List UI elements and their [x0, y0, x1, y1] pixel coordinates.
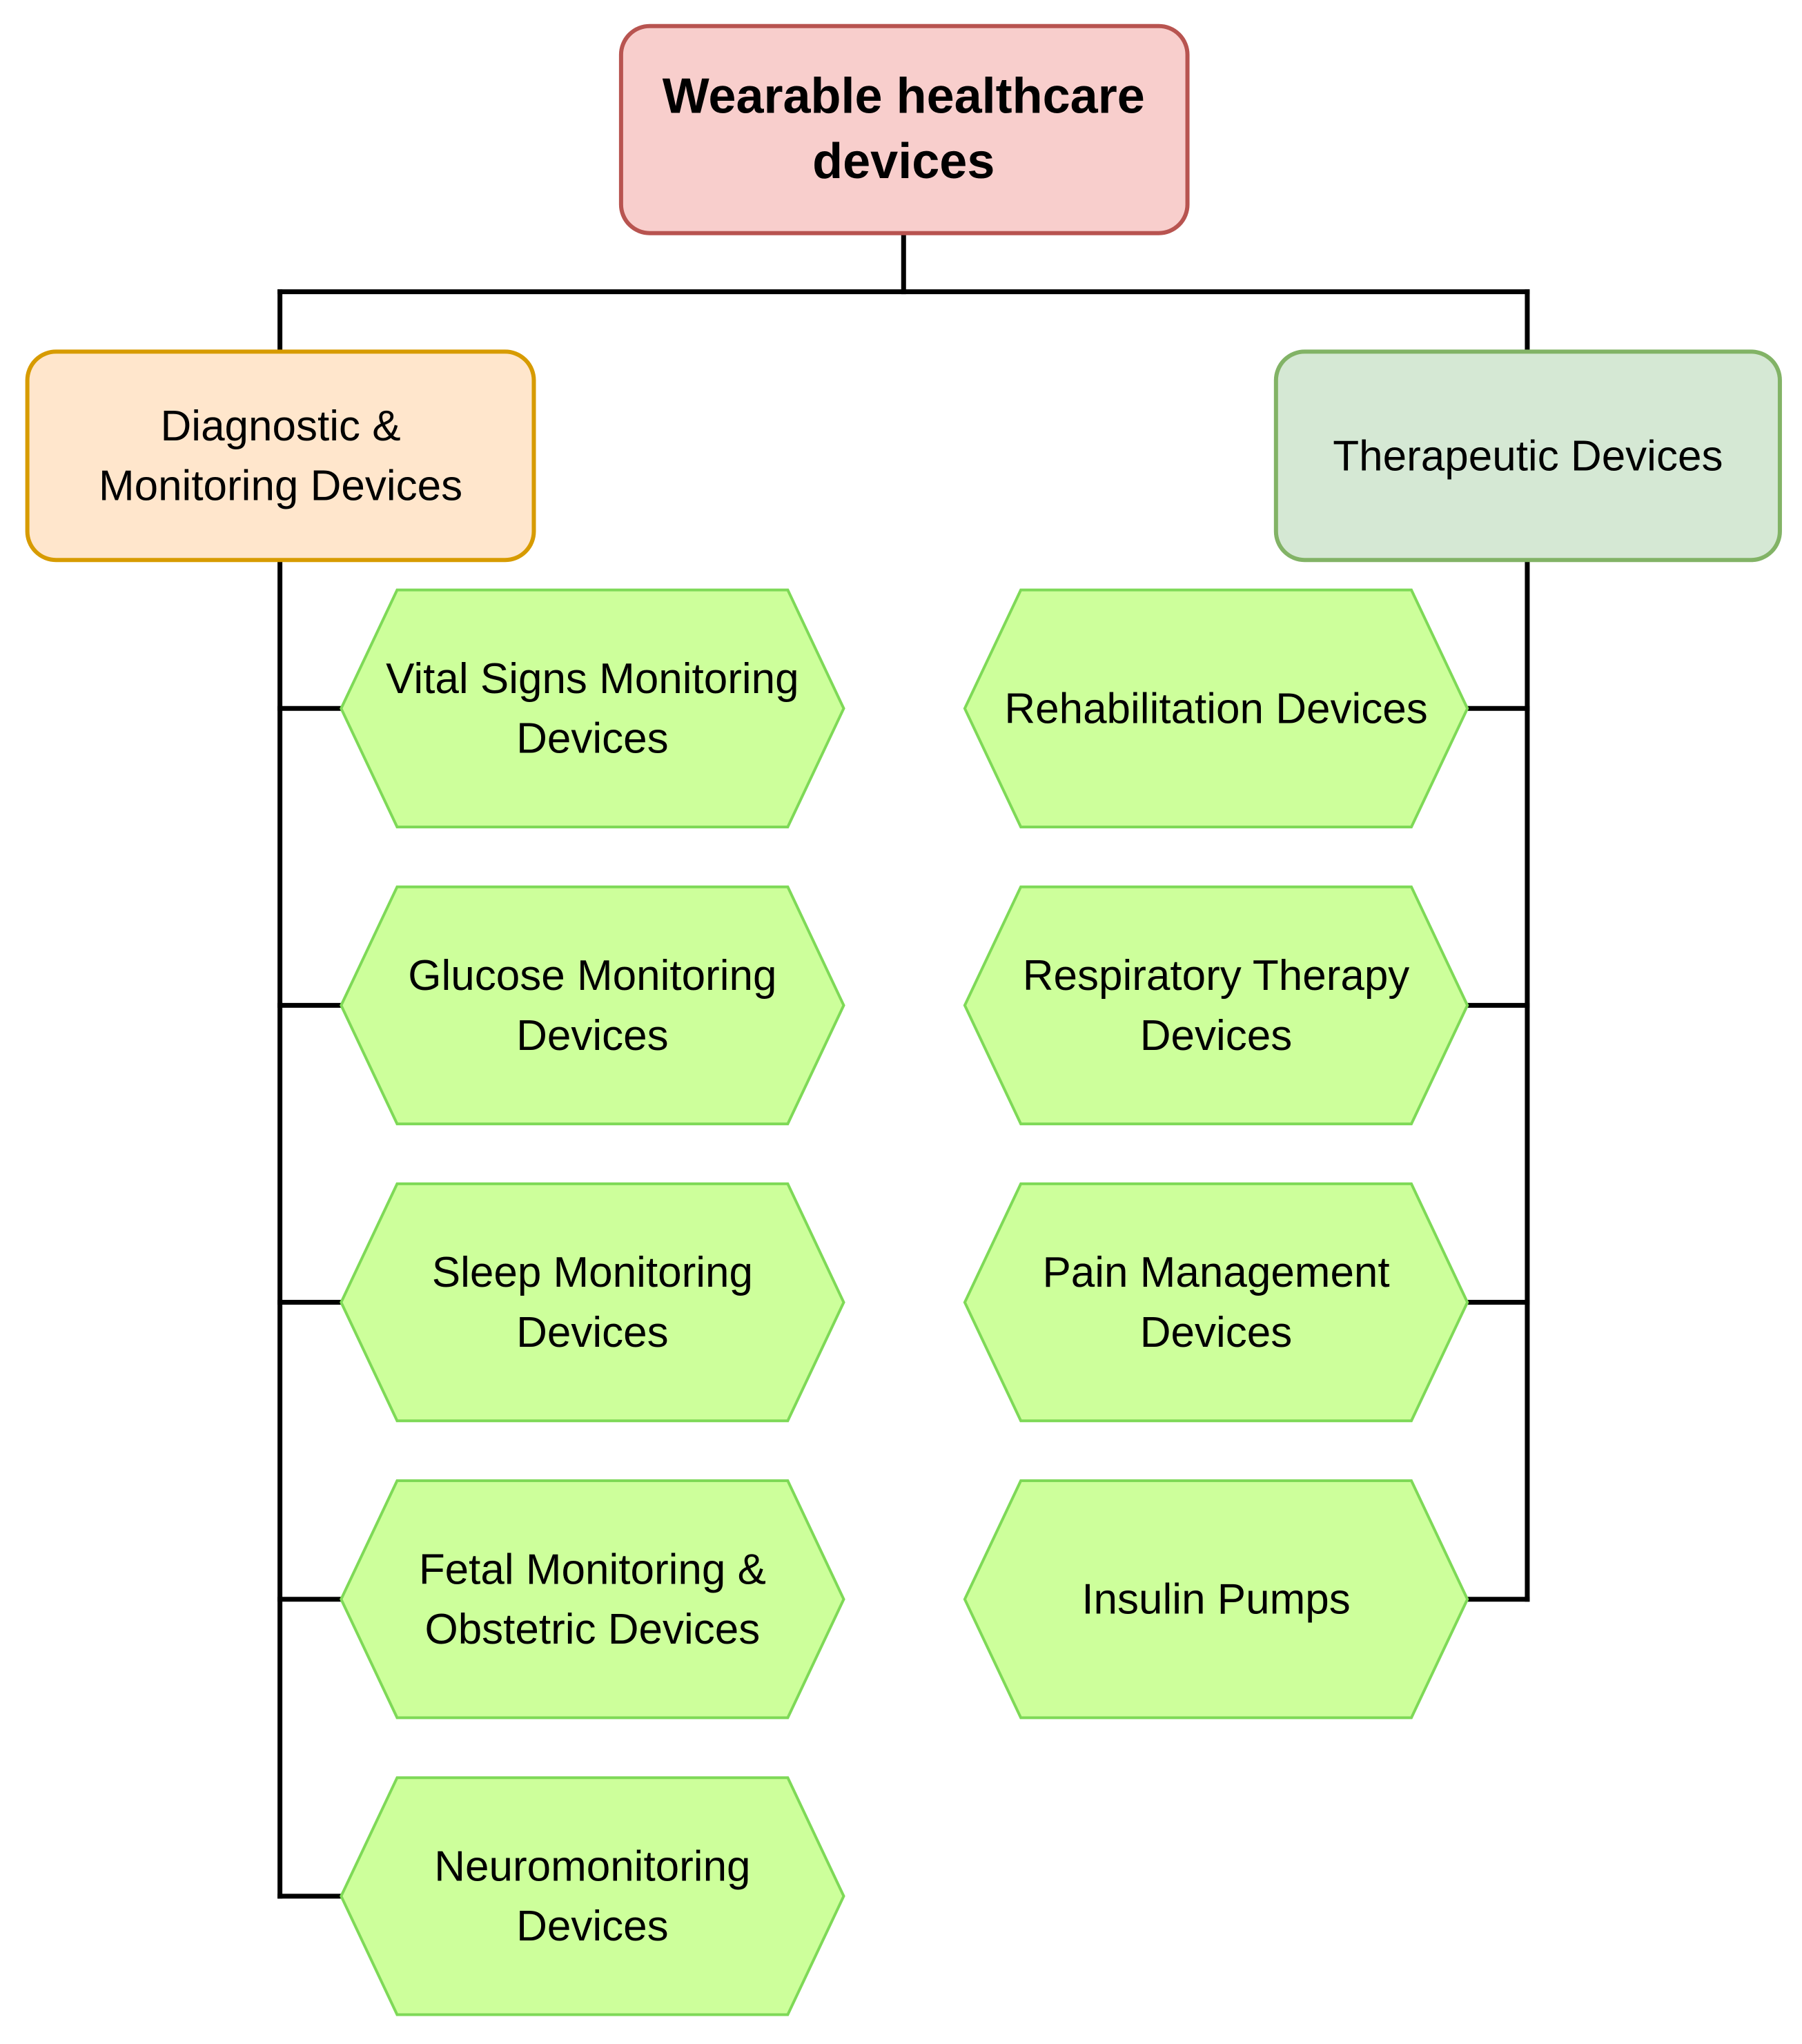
category-node-2: Therapeutic Devices — [1273, 349, 1782, 563]
category-node-box — [25, 349, 536, 563]
device-node: Rehabilitation Devices — [963, 588, 1469, 828]
device-node-hexagon — [963, 1182, 1469, 1423]
device-node-label: Insulin Pumps — [1081, 1575, 1350, 1623]
device-node-label: Fetal Monitoring & Obstetric Devices — [419, 1546, 766, 1653]
category-node-label-line: Therapeutic Devices — [1333, 432, 1723, 480]
root-node-label: Wearable healthcare devices — [663, 69, 1145, 189]
device-node-label-line: Vital Signs Monitoring — [386, 654, 799, 702]
device-node-label-line: Devices — [1140, 1011, 1293, 1059]
device-node-hexagon — [340, 588, 845, 828]
device-node-label-line: Devices — [1140, 1308, 1293, 1356]
category-node-label-line: Diagnostic & — [161, 402, 401, 449]
device-node-hexagon — [963, 1479, 1469, 1720]
device-node-hexagon — [340, 1479, 845, 1720]
connector-lines — [277, 231, 1530, 1899]
device-node-hexagon — [963, 588, 1469, 828]
root-node: Wearable healthcare devices — [618, 23, 1190, 235]
category-node-label: Diagnostic & Monitoring Devices — [99, 402, 462, 509]
device-node: Insulin Pumps — [963, 1479, 1469, 1720]
device-node-label-line: Insulin Pumps — [1081, 1575, 1350, 1623]
device-node-label-line: Devices — [516, 1308, 669, 1356]
category-node-1: Diagnostic & Monitoring Devices — [25, 349, 536, 563]
root-node-box — [618, 23, 1190, 235]
device-node-label-line: Respiratory Therapy — [1023, 952, 1410, 1000]
device-node-label-line: Pain Management — [1042, 1249, 1389, 1296]
category-node-label: Therapeutic Devices — [1333, 432, 1723, 480]
device-node: Fetal Monitoring & Obstetric Devices — [340, 1479, 845, 1720]
category-node-label-line: Monitoring Devices — [99, 462, 462, 509]
device-node-label-line: Devices — [516, 1902, 669, 1950]
device-node-label-line: Obstetric Devices — [424, 1606, 760, 1653]
device-node-label-line: Rehabilitation Devices — [1004, 685, 1427, 732]
device-node-label-line: Devices — [516, 1011, 669, 1059]
category-node-box — [1273, 349, 1782, 563]
device-node-label-line: Fetal Monitoring & — [419, 1546, 766, 1593]
device-node-hexagon — [340, 885, 845, 1126]
root-node-label-line: Wearable healthcare — [663, 69, 1145, 124]
device-node-hexagon — [340, 1776, 845, 2016]
device-node-label-line: Sleep Monitoring — [432, 1249, 753, 1296]
device-node-label-line: Neuromonitoring — [434, 1842, 750, 1890]
device-node-label-line: Glucose Monitoring — [408, 952, 776, 1000]
root-node-label-line: devices — [812, 134, 995, 189]
device-node-label: Rehabilitation Devices — [1004, 685, 1427, 732]
device-node-label-line: Devices — [516, 714, 669, 762]
device-node-hexagon — [963, 885, 1469, 1126]
device-node-hexagon — [340, 1182, 845, 1423]
